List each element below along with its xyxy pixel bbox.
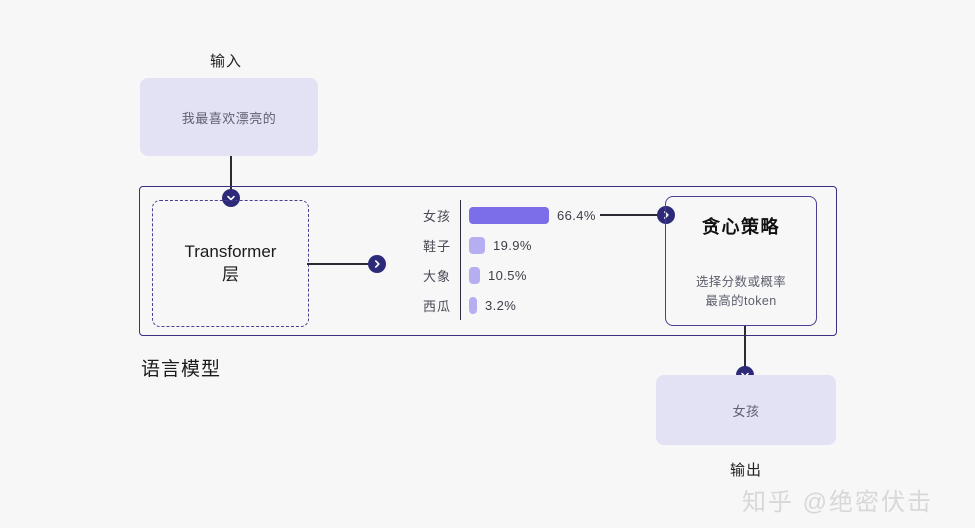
prob-value: 19.9%	[493, 237, 532, 253]
transformer-layer-box: Transformer 层	[152, 200, 309, 327]
output-text: 女孩	[732, 403, 760, 419]
chevron-right-icon	[368, 255, 386, 273]
transformer-title-line1: Transformer	[184, 241, 277, 261]
input-label: 输入	[209, 53, 242, 70]
prob-row: 大象 10.5%	[405, 260, 596, 290]
greedy-strategy-subtitle-line2: 最高的token	[705, 294, 777, 309]
prob-row: 西瓜 3.2%	[405, 290, 596, 320]
prob-value: 10.5%	[488, 267, 527, 283]
prob-bar	[469, 296, 477, 314]
prob-track: 3.2%	[460, 290, 516, 320]
input-box: 我最喜欢漂亮的	[140, 78, 318, 156]
prob-row: 女孩 66.4%	[405, 200, 596, 230]
token-probability-chart: 女孩 66.4% 鞋子 19.9% 大象 10.5% 西瓜 3.	[405, 200, 596, 320]
language-model-caption: 语言模型	[141, 359, 222, 380]
greedy-strategy-subtitle-line1: 选择分数或概率	[695, 275, 787, 289]
prob-bar	[469, 236, 485, 254]
prob-track: 66.4%	[460, 200, 596, 230]
output-label: 输出	[729, 462, 762, 479]
prob-bar	[469, 266, 480, 284]
prob-token-label: 大象	[422, 268, 451, 284]
language-model-container	[139, 186, 837, 336]
prob-token-label: 鞋子	[422, 238, 451, 254]
prob-bar	[469, 206, 549, 224]
prob-track: 19.9%	[460, 230, 532, 260]
input-text: 我最喜欢漂亮的	[181, 110, 277, 126]
prob-row: 鞋子 19.9%	[405, 230, 596, 260]
prob-value: 66.4%	[557, 207, 596, 223]
prob-token-label: 西瓜	[422, 298, 451, 314]
output-box: 女孩	[656, 375, 836, 445]
prob-track: 10.5%	[460, 260, 527, 290]
connector-input-to-model	[230, 156, 232, 200]
chevron-down-icon	[222, 189, 240, 207]
connector-greedy-to-output	[744, 326, 746, 382]
connector-transformer-to-probs	[307, 263, 373, 265]
watermark: 知乎 @绝密伏击	[742, 489, 934, 516]
connector-probs-to-greedy	[600, 214, 663, 216]
greedy-strategy-title: 贪心策略	[702, 217, 780, 237]
greedy-strategy-box: 贪心策略 选择分数或概率 最高的token	[665, 196, 817, 326]
prob-value: 3.2%	[485, 297, 517, 313]
transformer-title-line2: 层	[221, 264, 239, 284]
prob-token-label: 女孩	[422, 208, 451, 224]
